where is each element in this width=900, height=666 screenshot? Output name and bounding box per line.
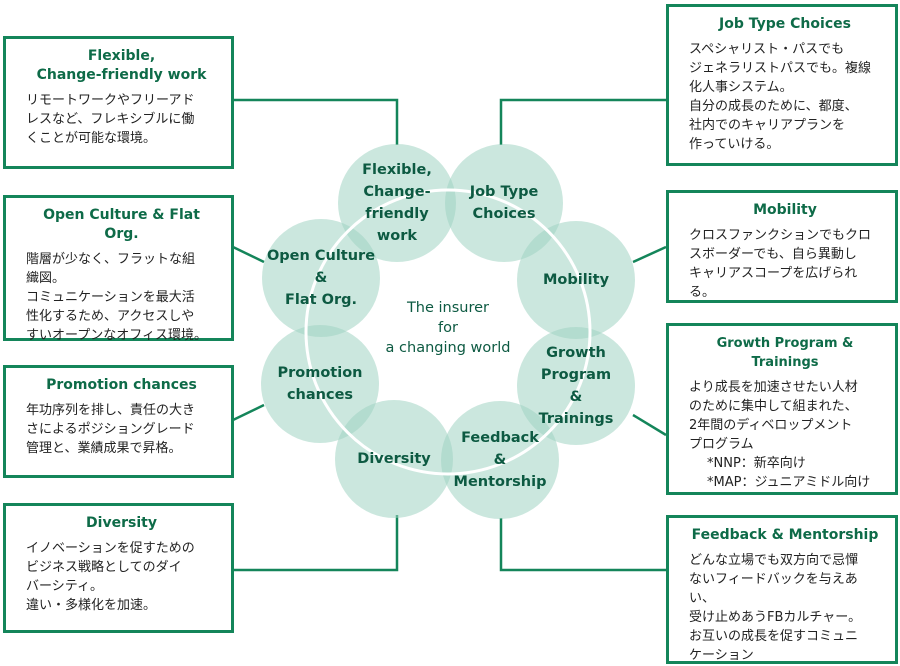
connector-job-type [499, 98, 666, 145]
box-body: どんな立場でも双方向で忌憚 ないフィードバックを与えあい、 受け止めあうFBカル… [689, 553, 862, 663]
box-title: Diversity [86, 515, 157, 531]
circle-label: Diversity [357, 451, 431, 467]
box-body: クロスファンクションでもクロ スボーダーでも、自ら異動し キャリアスコープを広げ… [689, 228, 872, 300]
circle-label: Feedback & Mentorship [453, 430, 547, 490]
box-title: Feedback & Mentorship [691, 527, 879, 543]
box-body: 年功序列を排し、責任の大き さによるポジショングレード 管理と、業績成果で昇格。 [26, 403, 196, 456]
box-title: Growth Program & Trainings [716, 336, 854, 370]
box-title: Flexible, Change-friendly work [36, 48, 207, 83]
box-mobility: Mobility クロスファンクションでもクロ スボーダーでも、自ら異動し キャ… [666, 190, 898, 303]
circle-label: Growth Program & Trainings [538, 345, 614, 427]
box-diversity: Diversity イノベーションを促すための ビジネス戦略としてのダイ バーシ… [3, 503, 234, 633]
connector-flexible [233, 98, 399, 145]
circle-label: Open Culture & Flat Org. [266, 248, 376, 308]
connector-feedback [499, 518, 666, 572]
box-job-type: Job Type Choices スペシャリスト・パスでも ジェネラリストパスで… [666, 4, 898, 166]
center-text: The insurer for a changing world [385, 300, 511, 356]
box-body: イノベーションを促すための ビジネス戦略としてのダイ バーシティ。 違い・多様化… [26, 541, 195, 613]
box-title: Mobility [753, 202, 817, 218]
box-flexible: Flexible, Change-friendly work リモートワークやフ… [3, 36, 234, 169]
box-title: Promotion chances [46, 377, 197, 393]
connector-promotion [232, 403, 265, 422]
box-body: 階層が少なく、フラットな組 織図。 コミュニケーションを最大活 性化するため、ア… [26, 252, 207, 343]
box-body: リモートワークやフリーアド レスなど、フレキシブルに働 くことが可能な環境。 [26, 93, 195, 146]
box-title: Open Culture & Flat Org. [43, 207, 200, 242]
box-notes: *NNP：新卒向け *MAP：ジュニアミドル向け [707, 456, 871, 490]
circle-label: Promotion chances [277, 365, 363, 403]
box-growth: Growth Program & Trainings より成長を加速させたい人材… [666, 323, 898, 495]
circle-promotion: Promotion chances [261, 325, 379, 443]
box-title: Job Type Choices [719, 16, 851, 32]
connector-open-culture [232, 245, 265, 264]
connector-diversity [233, 515, 399, 572]
box-promotion: Promotion chances 年功序列を排し、責任の大き さによるポジショ… [3, 365, 234, 478]
circle-label: Mobility [542, 272, 610, 288]
box-feedback: Feedback & Mentorship どんな立場でも双方向で忌憚 ないフィ… [666, 515, 898, 664]
connector-growth [632, 413, 667, 437]
connector-mobility [632, 245, 667, 264]
box-body: スペシャリスト・パスでも ジェネラリストパスでも。複線 化人事システム。 自分の… [689, 42, 872, 152]
box-open-culture: Open Culture & Flat Org. 階層が少なく、フラットな組 織… [3, 195, 234, 343]
circle-label: Job Type Choices [469, 184, 539, 222]
circle-label: Flexible, Change- friendly work [362, 162, 432, 244]
circle-mobility: Mobility [517, 221, 635, 339]
box-body: より成長を加速させたい人材 のために集中して組まれた、 2年間のディベロップメン… [689, 380, 858, 452]
